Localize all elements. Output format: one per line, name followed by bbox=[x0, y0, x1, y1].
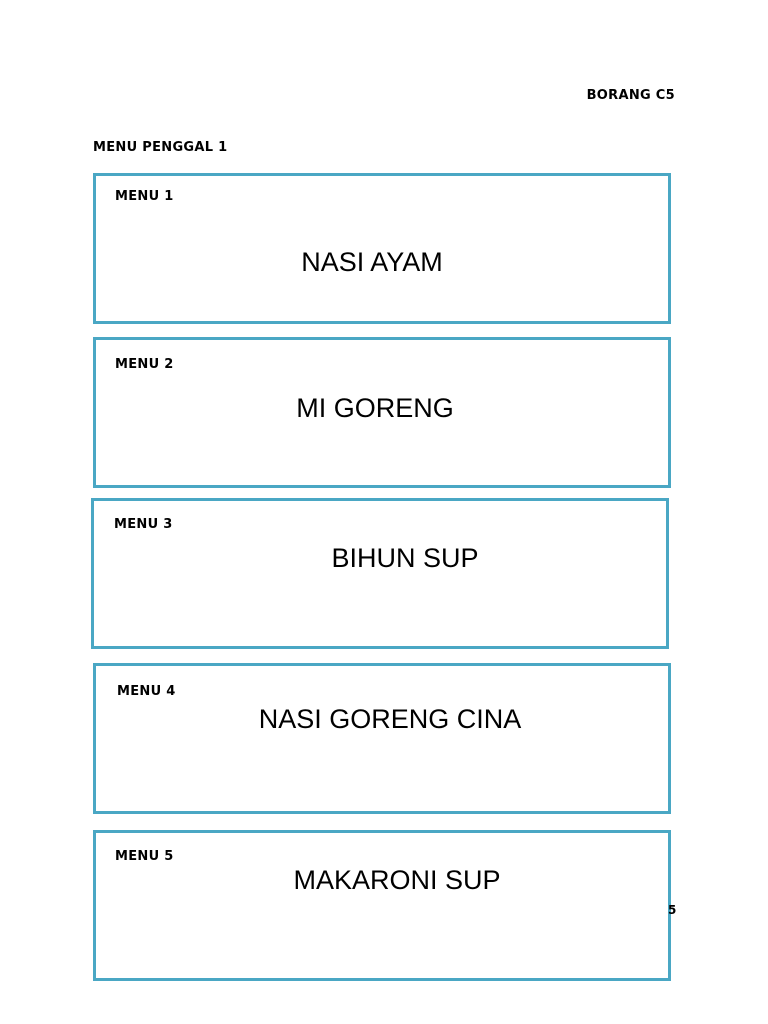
menu-box-1: MENU 1 NASI AYAM bbox=[93, 173, 671, 324]
menu-box-5: MENU 5 MAKARONI SUP bbox=[93, 830, 671, 981]
menu-box-4: MENU 4 NASI GORENG CINA bbox=[93, 663, 671, 814]
menu-box-2: MENU 2 MI GORENG bbox=[93, 337, 671, 488]
form-code: BORANG C5 bbox=[586, 88, 675, 103]
menu-dish: MAKARONI SUP bbox=[293, 865, 501, 895]
menu-label: MENU 2 bbox=[115, 357, 174, 372]
menu-dish: BIHUN SUP bbox=[331, 543, 479, 573]
page-number-fragment: 5 bbox=[668, 903, 677, 917]
menu-label: MENU 4 bbox=[117, 684, 176, 699]
menu-box-3: MENU 3 BIHUN SUP bbox=[91, 498, 669, 649]
menu-dish: NASI GORENG CINA bbox=[258, 704, 522, 734]
menu-label: MENU 1 bbox=[115, 189, 174, 204]
section-title: MENU PENGGAL 1 bbox=[93, 140, 228, 155]
menu-label: MENU 3 bbox=[114, 517, 173, 532]
menu-dish: MI GORENG bbox=[296, 393, 454, 423]
menu-label: MENU 5 bbox=[115, 849, 174, 864]
menu-dish: NASI AYAM bbox=[301, 247, 443, 277]
